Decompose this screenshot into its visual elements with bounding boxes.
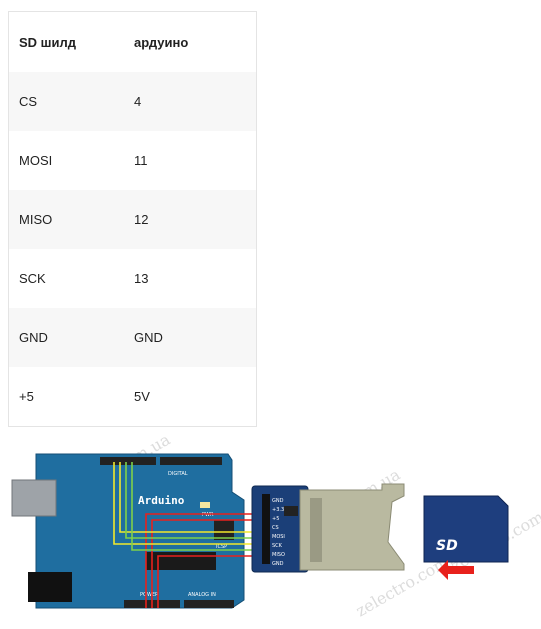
sd-pin-label: +5 (272, 516, 279, 522)
sd-pin-cell: CS (19, 94, 38, 109)
sd-card-logo: SD (436, 538, 458, 554)
analog-label: ANALOG IN (188, 592, 216, 598)
pwr-label: PWR (202, 512, 214, 518)
sd-card-body (423, 495, 509, 563)
arduino-pin-cell: 12 (134, 212, 149, 227)
icsp-label: ICSP (216, 544, 227, 550)
table-row: CS 4 (8, 72, 257, 131)
table-row: +5 5V (8, 367, 257, 427)
wire-sck (113, 462, 262, 545)
table-row: MOSI 11 (8, 131, 257, 190)
table-row: SCK 13 (8, 249, 257, 308)
digital-label: DIGITAL (168, 471, 188, 477)
wire-gnd-top (151, 519, 262, 608)
power-jack (28, 572, 72, 602)
power-label: POWER (140, 592, 159, 598)
digital-header-right (160, 457, 222, 465)
arduino-pin-cell: 13 (134, 271, 149, 286)
pin-mapping-table: SD шилд ардуино CS 4 MOSI 11 MISO 12 SCK… (8, 11, 257, 427)
wire-miso (131, 462, 262, 551)
sd-pin-cell: +5 (19, 389, 34, 404)
sd-socket-contacts (310, 498, 322, 562)
wiring-diagram-svg: zelectro.com.ua zelectro.com.ua zelectro… (11, 432, 541, 620)
wire-gnd-bottom (157, 555, 262, 608)
sd-pin-label: MOSI (272, 534, 285, 540)
wiring-diagram: zelectro.com.ua zelectro.com.ua zelectro… (0, 432, 541, 629)
sd-pin-label: +3.3 (272, 507, 284, 513)
header-sd-shield: SD шилд (19, 34, 77, 50)
sd-pin-label: SCK (272, 543, 283, 549)
arduino-logo: Arduino (138, 494, 185, 507)
sd-module: GND +3.3 +5 CS MOSI SCK MISO GND (251, 483, 405, 573)
table-header-row: SD шилд ардуино (8, 11, 257, 72)
usb-connector (11, 479, 57, 517)
arduino-pin-cell: 11 (134, 153, 148, 168)
wire-cs (119, 462, 262, 533)
sd-pin-cell: MISO (19, 212, 53, 227)
table-row: MISO 12 (8, 190, 257, 249)
sd-socket (299, 483, 405, 571)
sd-module-regulator (284, 506, 298, 516)
sd-card: SD (423, 495, 509, 563)
analog-header (184, 600, 234, 608)
arduino-pin-cell: 4 (134, 94, 142, 109)
header-arduino: ардуино (134, 34, 189, 50)
wire-mosi (125, 462, 262, 539)
insert-arrow-icon (438, 560, 474, 580)
sd-pin-cell: GND (19, 330, 48, 345)
sd-module-pin-header (262, 494, 270, 564)
wire-5v (145, 513, 262, 608)
digital-header-left (100, 457, 156, 465)
mcu-chip (146, 552, 216, 570)
sd-pin-label: MISO (272, 552, 285, 558)
sd-pin-label: GND (272, 561, 284, 567)
sd-pin-cell: MOSI (19, 153, 53, 168)
arduino-pin-cell: GND (134, 330, 163, 345)
icsp-header (214, 520, 234, 540)
table-row: GND GND (8, 308, 257, 367)
sd-pin-label: CS (272, 525, 279, 531)
arduino-pin-cell: 5V (134, 389, 150, 404)
arduino-board: Arduino DIGITAL POWER ANALOG IN ICSP PWR (11, 453, 245, 609)
sd-pin-label: GND (272, 498, 284, 504)
wires (113, 462, 262, 608)
sd-pin-cell: SCK (19, 271, 46, 286)
pwr-led (200, 502, 210, 508)
